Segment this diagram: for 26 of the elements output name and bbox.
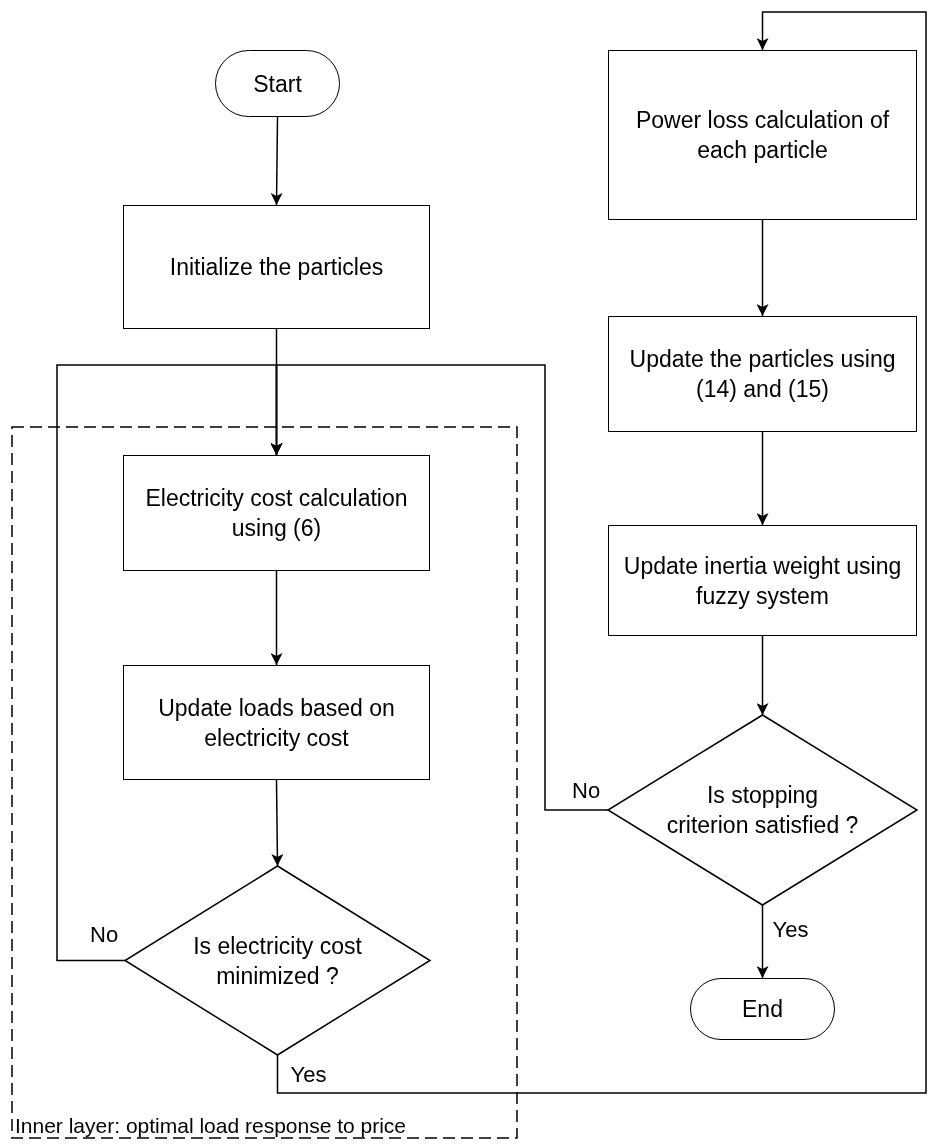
arrow [756,635,769,716]
arrow [270,116,283,206]
node-label: Initialize the particles [169,253,384,282]
arrow [756,431,769,526]
node-label: Power loss calculation of each particle [634,106,891,165]
node-label: End [742,995,783,1024]
process-box [123,665,430,780]
node-label: Update the particles using (14) and (15) [628,345,897,404]
arrow [271,779,284,867]
arrow [756,904,769,979]
arrow [270,364,609,811]
node-label: Is stopping criterion satisfied ? [665,781,860,840]
process-box [608,50,917,220]
arrow [270,570,283,666]
process-box [608,316,917,432]
node-label: Is electricity cost minimized ? [192,931,363,991]
group-caption: Inner layer: optimal load response to price [15,1114,407,1138]
process-box [608,525,917,636]
process-box [123,455,430,571]
node-label: Update loads based on electricity cost [157,693,396,753]
process-box [123,205,430,329]
arrow [276,11,927,1094]
node-label: Update inertia weight using fuzzy system [622,551,903,611]
arrow [756,219,769,317]
node-label: Electricity cost calculation using (6) [144,484,409,543]
node-label: Start [253,69,302,99]
